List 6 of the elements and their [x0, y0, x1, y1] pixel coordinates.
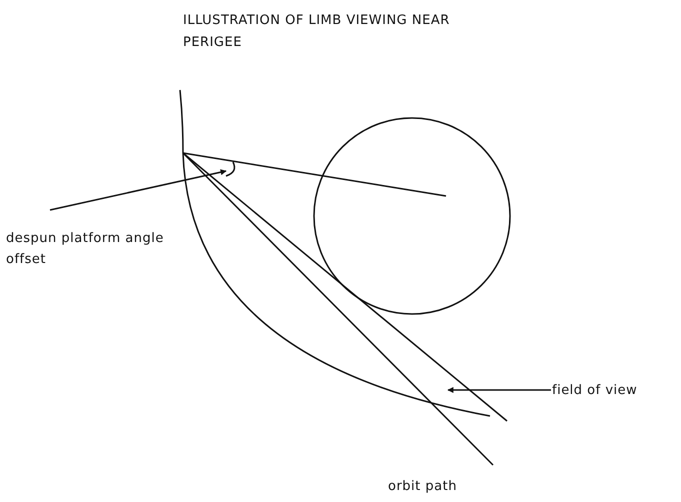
leader-arrow — [447, 387, 551, 393]
callout-text: field of view — [552, 380, 677, 401]
part-label: orbit path — [388, 479, 457, 494]
diagram-title: ILLUSTRATION OF LIMB VIEWING NEAR PERIGEE — [183, 12, 451, 52]
callout-text: despun platform angle offset — [6, 228, 166, 270]
leader-arrow — [50, 169, 227, 211]
